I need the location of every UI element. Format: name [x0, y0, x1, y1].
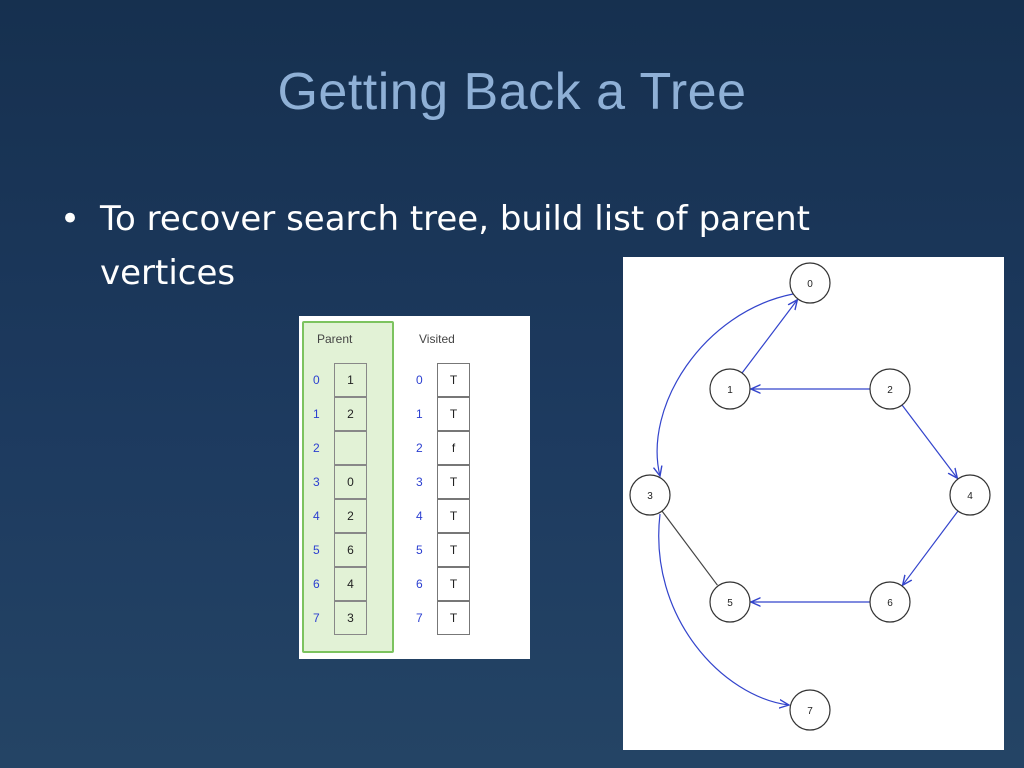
visited-cell: T	[437, 499, 470, 533]
graph-node-1: 1	[709, 368, 751, 410]
graph-node-2: 2	[869, 368, 911, 410]
parent-row-index: 7	[313, 611, 320, 625]
parent-row-index: 2	[313, 441, 320, 455]
visited-header: Visited	[419, 332, 455, 346]
parent-row-index: 5	[313, 543, 320, 557]
parent-cell: 2	[334, 499, 367, 533]
graph-node-0: 0	[789, 262, 831, 304]
node-circle	[949, 474, 991, 516]
edge-4-6	[903, 510, 959, 585]
parent-row-index: 3	[313, 475, 320, 489]
graph-node-7: 7	[789, 689, 831, 731]
search-tree-graph-figure: 0 1 2 3 4 5 6 7	[623, 257, 1004, 750]
graph-node-6: 6	[869, 581, 911, 623]
edge-1-0	[741, 300, 797, 374]
visited-row-index: 7	[416, 611, 423, 625]
visited-row-index: 4	[416, 509, 423, 523]
parent-cell: 6	[334, 533, 367, 567]
visited-row-index: 6	[416, 577, 423, 591]
graph-node-5: 5	[709, 581, 751, 623]
parent-row-index: 1	[313, 407, 320, 421]
node-circle	[869, 368, 911, 410]
parent-cell: 2	[334, 397, 367, 431]
graph-svg: 0 1 2 3 4 5 6 7	[629, 262, 991, 731]
node-label: 6	[887, 598, 893, 609]
visited-cell: T	[437, 465, 470, 499]
bullet-dot: •	[60, 199, 81, 239]
node-circle	[789, 689, 831, 731]
edge-3-5	[661, 510, 718, 586]
node-label: 3	[647, 491, 653, 502]
parent-row-index: 0	[313, 373, 320, 387]
visited-cell: T	[437, 567, 470, 601]
visited-cell: T	[437, 533, 470, 567]
visited-row-index: 5	[416, 543, 423, 557]
visited-row-index: 0	[416, 373, 423, 387]
parent-cell	[334, 431, 367, 465]
edge-0-3	[657, 293, 794, 476]
parent-cell: 1	[334, 363, 367, 397]
graph-node-3: 3	[629, 474, 671, 516]
node-label: 2	[887, 385, 893, 396]
parent-cell: 3	[334, 601, 367, 635]
visited-cell: T	[437, 601, 470, 635]
node-circle	[629, 474, 671, 516]
parent-row-index: 6	[313, 577, 320, 591]
parent-header: Parent	[317, 332, 353, 346]
slide-title: Getting Back a Tree	[277, 63, 747, 121]
visited-cell: T	[437, 363, 470, 397]
node-label: 0	[807, 279, 813, 290]
node-circle	[789, 262, 831, 304]
graph-node-4: 4	[949, 474, 991, 516]
bullet-text: To recover search tree, build list of pa…	[100, 199, 811, 293]
node-circle	[709, 581, 751, 623]
node-label: 4	[967, 491, 973, 502]
parent-cell: 0	[334, 465, 367, 499]
visited-row-index: 2	[416, 441, 423, 455]
visited-cell: f	[437, 431, 470, 465]
node-circle	[709, 368, 751, 410]
node-label: 7	[807, 706, 813, 717]
edge-2-4	[901, 404, 957, 478]
bullet-point: • To recover search tree, build list of …	[60, 192, 920, 300]
node-label: 1	[727, 385, 733, 396]
parent-row-index: 4	[313, 509, 320, 523]
node-circle	[869, 581, 911, 623]
edge-3-7	[658, 513, 789, 705]
visited-row-index: 3	[416, 475, 423, 489]
parent-cell: 4	[334, 567, 367, 601]
visited-row-index: 1	[416, 407, 423, 421]
visited-cell: T	[437, 397, 470, 431]
node-label: 5	[727, 598, 733, 609]
